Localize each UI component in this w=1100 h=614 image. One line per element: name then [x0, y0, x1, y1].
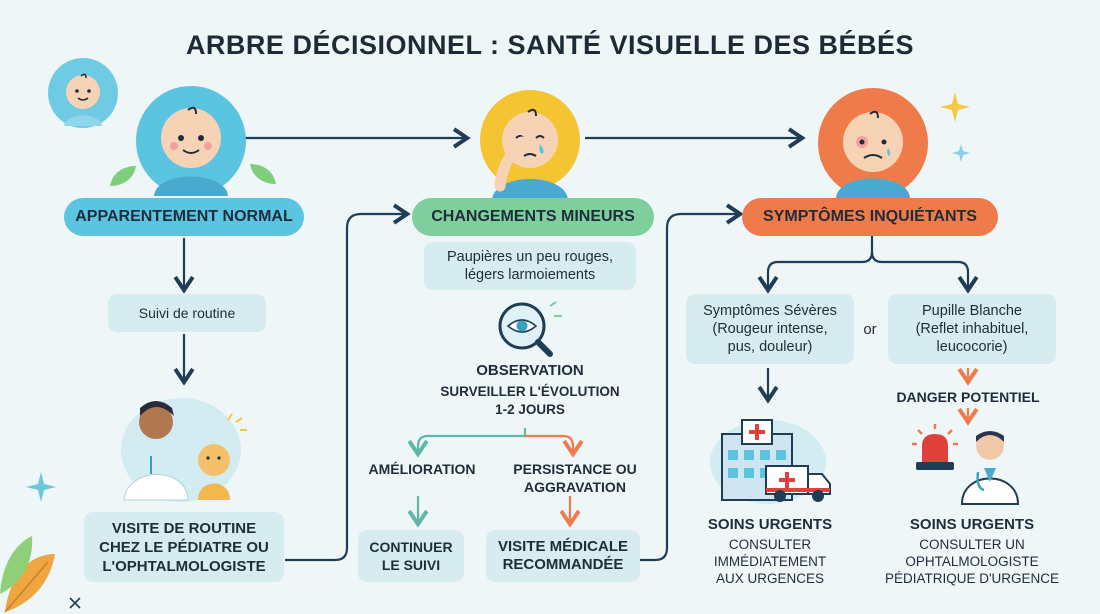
routine-visit-line3: L'OPHTALMOLOGISTE [102, 557, 266, 575]
header-minor-changes-label: CHANGEMENTS MINEURS [431, 208, 635, 225]
baby-icon [136, 86, 246, 196]
crying-baby-icon [480, 90, 580, 200]
continue-line2: LE SUIVI [381, 557, 441, 573]
medical-visit-box: VISITE MÉDICALE RECOMMANDÉE [486, 530, 640, 582]
header-apparently-normal: APPARENTEMENT NORMAL [64, 198, 304, 236]
improvement-label: AMÉLIORATION [368, 461, 476, 477]
medical-visit-line1: VISITE MÉDICALE [497, 538, 628, 555]
doctor-baby-icon [121, 398, 247, 502]
baby-icon [48, 58, 118, 128]
medical-visit-line2: RECOMMANDÉE [502, 556, 624, 573]
header-worrying-symptoms: SYMPTÔMES INQUIÉTANTS [742, 198, 998, 236]
pupil-line1: Pupille Blanche [922, 303, 1022, 319]
sparkle-icon [69, 597, 81, 609]
observation-title: OBSERVATION [476, 362, 584, 379]
severe-line2: (Rougeur intense, [712, 321, 828, 337]
routine-followup-box: Suivi de routine [108, 294, 266, 332]
urgent-care-2-line1: CONSULTER UN [919, 537, 1025, 552]
routine-visit-line1: VISITE DE ROUTINE [111, 519, 257, 537]
urgent-care-2-line3: PÉDIATRIQUE D'URGENCE [884, 571, 1060, 586]
urgent-care-1-line2: IMMÉDIATEMENT [713, 554, 827, 569]
urgent-care-1-line3: AUX URGENCES [715, 571, 825, 586]
sick-baby-icon [818, 88, 928, 198]
header-apparently-normal-label: APPARENTEMENT NORMAL [75, 208, 293, 225]
ambulance-icon [765, 465, 831, 502]
doctor-icon [960, 431, 1020, 505]
pupil-line3: leucocorie) [936, 339, 1008, 355]
urgent-care-1-line1: CONSULTER [728, 537, 812, 552]
persistence-line1: PERSISTANCE OU [513, 461, 637, 477]
white-pupil-box: Pupille Blanche (Reflet inhabituel, leuc… [888, 294, 1056, 364]
pupil-line2: (Reflet inhabituel, [915, 321, 1029, 337]
continue-line1: CONTINUER [369, 539, 453, 555]
minor-desc-line1: Paupières un peu rouges, [446, 249, 614, 265]
routine-visit-line2: CHEZ LE PÉDIATRE OU [99, 538, 269, 556]
observation-line2: 1-2 JOURS [495, 402, 565, 417]
header-minor-changes: CHANGEMENTS MINEURS [412, 198, 654, 236]
minor-desc-line2: légers larmoiements [464, 267, 596, 283]
urgent-care-title-1: SOINS URGENTS [707, 516, 833, 533]
severe-line3: pus, douleur) [727, 339, 813, 355]
leaf-icon [0, 536, 55, 613]
sparkle-icon [26, 472, 56, 502]
routine-followup-label: Suivi de routine [138, 305, 236, 321]
page-title: ARBRE DÉCISIONNEL : SANTÉ VISUELLE DES B… [185, 30, 915, 60]
sparkle-icon [940, 92, 970, 122]
urgent-care-2-line2: OPHTALMOLOGISTE [905, 554, 1039, 569]
or-label: or [863, 321, 877, 338]
severe-symptoms-box: Symptômes Sévères (Rougeur intense, pus,… [686, 294, 854, 364]
leaf-icon [250, 164, 276, 184]
persistence-line2: AGGRAVATION [524, 479, 626, 495]
observation-line1: SURVEILLER L'ÉVOLUTION [440, 384, 620, 399]
alarm-icon [912, 424, 958, 470]
severe-line1: Symptômes Sévères [703, 303, 837, 319]
routine-visit-box: VISITE DE ROUTINE CHEZ LE PÉDIATRE OU L'… [84, 512, 284, 582]
header-worrying-symptoms-label: SYMPTÔMES INQUIÉTANTS [763, 208, 977, 225]
urgent-care-title-2: SOINS URGENTS [909, 516, 1035, 533]
danger-label: DANGER POTENTIEL [896, 389, 1040, 405]
minor-description-box: Paupières un peu rouges, légers larmoiem… [424, 242, 636, 290]
continue-followup-box: CONTINUER LE SUIVI [358, 530, 464, 582]
sparkle-icon [952, 144, 970, 162]
leaf-icon [110, 166, 136, 186]
magnifier-eye-icon [498, 301, 562, 357]
